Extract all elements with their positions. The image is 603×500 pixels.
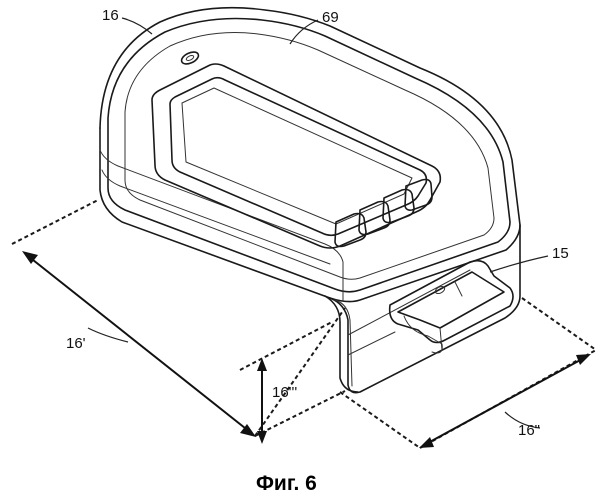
device-housing — [100, 8, 520, 393]
label-16: 16 — [102, 7, 119, 24]
dimension-arrows — [22, 251, 591, 448]
leader-lines — [88, 18, 548, 428]
connector-port — [390, 261, 513, 353]
label-16-prime: 16' — [66, 335, 86, 352]
extension-lines — [12, 200, 596, 448]
button-row — [335, 180, 432, 247]
dimension-16-prime — [22, 251, 256, 437]
dimension-16-double-prime — [419, 354, 591, 448]
label-15: 15 — [552, 245, 569, 262]
label-16-double-prime: 16" — [518, 422, 540, 439]
label-16-triple-prime: 16''' — [272, 384, 297, 401]
dimension-16-triple-prime — [257, 358, 267, 444]
label-69: 69 — [322, 9, 339, 26]
figure-caption: Фиг. 6 — [256, 472, 317, 495]
